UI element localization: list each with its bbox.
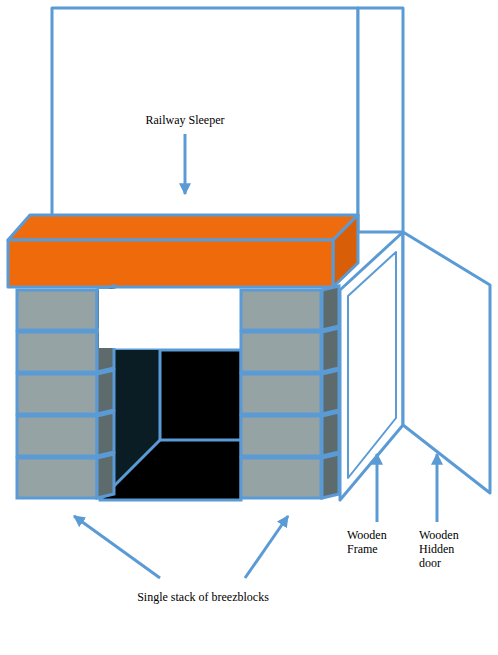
leader-arrow [74,516,160,578]
leader-arrow [436,454,439,522]
breeze-block [17,416,97,456]
breeze-block [241,290,321,330]
frame-inner [348,252,396,478]
leader-arrow [184,134,187,194]
chimney-breast [52,8,358,218]
breeze-block [17,290,97,330]
sleeper-top [8,215,358,240]
part-label: Wooden Hidden door [419,528,459,570]
breeze-block [17,458,97,498]
sleeper-end [333,215,358,287]
breeze-block [241,332,321,372]
leader-arrow [376,454,379,522]
block-side [97,370,114,414]
railway-sleeper [8,240,333,287]
block-side [322,370,339,414]
block-side [322,412,339,456]
leader-arrow [245,516,288,578]
block-side [97,412,114,456]
part-label: Railway Sleeper [146,113,225,127]
hidden-door [403,232,490,493]
chimney-side [358,8,403,232]
part-label: Wooden Frame [347,528,387,556]
block-side [322,454,339,498]
block-side [97,454,114,498]
opening-edge [160,439,241,442]
part-label: Single stack of breezblocks [137,590,269,604]
breeze-block [241,374,321,414]
breeze-block [17,332,97,372]
breeze-block [241,458,321,498]
fireplace-opening [100,350,241,500]
block-side [322,286,339,330]
opening-gap [99,289,239,348]
block-side [322,328,339,372]
breeze-block [241,416,321,456]
opening-edge [159,350,162,440]
breeze-block [17,374,97,414]
